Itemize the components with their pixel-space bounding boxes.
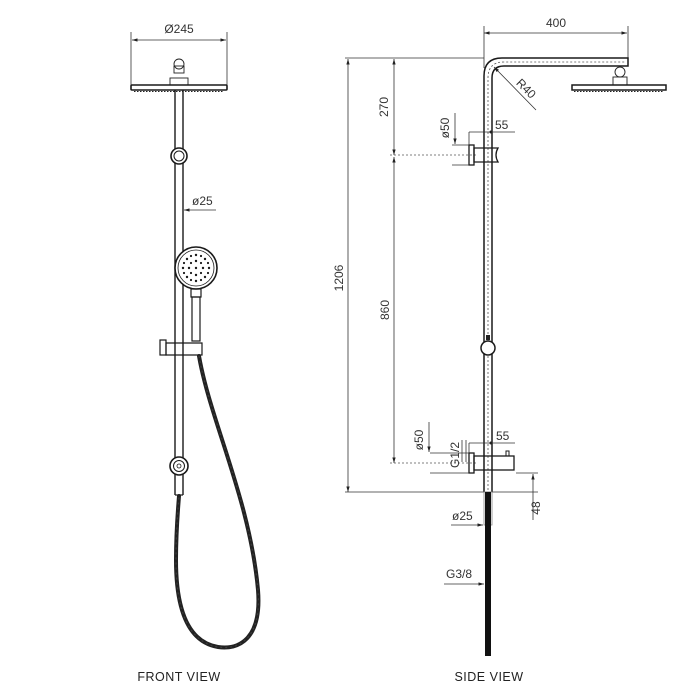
lower-wall-bracket: ø50 G1/2 55 bbox=[390, 422, 515, 474]
lower-thread-label: G1/2 bbox=[448, 442, 462, 468]
shower-hose bbox=[173, 354, 261, 650]
side-view: 400 R40 1206 270 bbox=[332, 16, 667, 684]
overhead-shower-head-front bbox=[130, 58, 228, 92]
top-to-bracket-label: 270 bbox=[377, 97, 391, 117]
bend-radius-label: R40 bbox=[513, 76, 539, 102]
arm-projection-dimension: 400 bbox=[483, 16, 629, 68]
upper-bracket-diameter-label: ø50 bbox=[438, 117, 452, 138]
pipe-diameter-label: ø25 bbox=[452, 509, 473, 523]
upper-bracket-depth-label: 55 bbox=[495, 118, 509, 132]
head-diameter-label: Ø245 bbox=[164, 22, 194, 36]
rail-joint-ring bbox=[170, 147, 188, 165]
side-view-caption: SIDE VIEW bbox=[454, 670, 523, 684]
hand-shower bbox=[174, 246, 218, 342]
slider-bracket bbox=[159, 339, 203, 356]
arm-projection-label: 400 bbox=[546, 16, 566, 30]
bottom-offset-label: 48 bbox=[529, 501, 543, 515]
overall-height-label: 1206 bbox=[332, 264, 346, 291]
head-diameter-dimension: Ø245 bbox=[130, 22, 228, 85]
bracket-spacing-dimension: 860 bbox=[378, 157, 396, 463]
bracket-spacing-label: 860 bbox=[378, 300, 392, 320]
upper-wall-bracket: ø50 55 bbox=[390, 113, 515, 166]
top-to-bracket-dimension: 270 bbox=[377, 58, 396, 155]
rail-diameter-label: ø25 bbox=[192, 194, 213, 208]
hose-thread-label: G3/8 bbox=[446, 567, 472, 581]
overhead-shower-head-side bbox=[571, 66, 667, 92]
riser-joint-ring-side bbox=[480, 335, 496, 356]
lower-connector-front bbox=[169, 456, 189, 476]
rail-diameter-dimension: ø25 bbox=[184, 194, 216, 212]
front-view: Ø245 ø25 bbox=[130, 22, 261, 684]
front-view-caption: FRONT VIEW bbox=[137, 670, 220, 684]
riser-and-arm bbox=[483, 57, 629, 492]
hose-outlet-pipe: ø25 G3/8 bbox=[444, 491, 493, 656]
bend-radius-dimension: R40 bbox=[493, 66, 539, 111]
overall-height-dimension: 1206 bbox=[332, 58, 350, 492]
lower-bracket-depth-label: 55 bbox=[496, 429, 510, 443]
lower-bracket-diameter-label: ø50 bbox=[412, 429, 426, 450]
bottom-offset-dimension: 48 bbox=[345, 472, 543, 520]
